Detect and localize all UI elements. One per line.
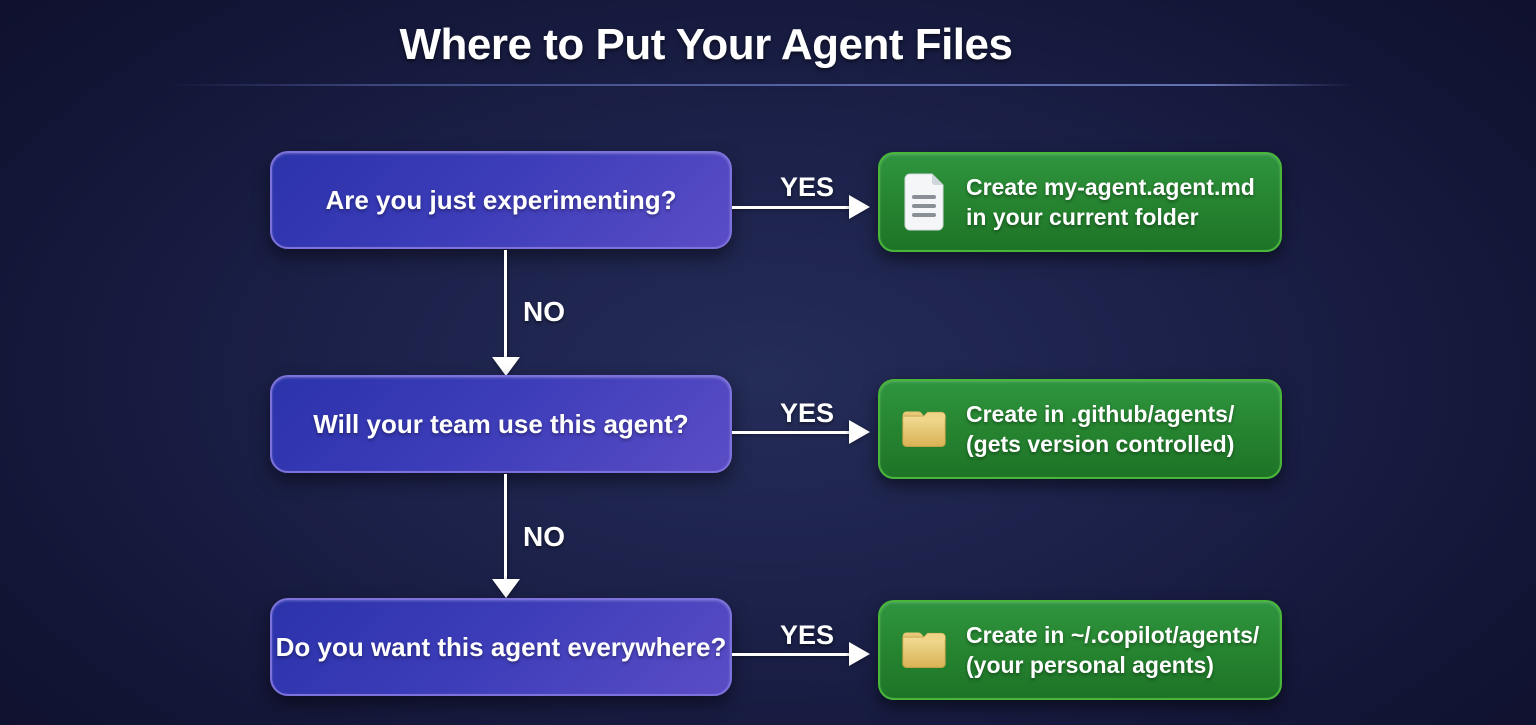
result-line-2: in your current folder: [966, 204, 1199, 230]
result-line-1: Create in .github/agents/: [966, 400, 1235, 427]
no-label: NO: [523, 521, 565, 552]
title-divider: [168, 84, 1352, 86]
no-arrow-head-icon: [492, 579, 520, 598]
result-line-1: Create in ~/.copilot/agents/: [966, 621, 1260, 648]
result-text: Create my-agent.agent.md in your current…: [966, 172, 1255, 233]
yes-label: YES: [779, 398, 835, 428]
result-text: Create in ~/.copilot/agents/ (your perso…: [966, 620, 1259, 681]
question-text: Do you want this agent everywhere?: [275, 631, 727, 662]
result-text: Create in .github/agents/ (gets version …: [966, 399, 1234, 460]
no-arrow-head-icon: [492, 357, 520, 376]
yes-label: YES: [779, 620, 835, 650]
result-box-current-folder: Create my-agent.agent.md in your current…: [878, 152, 1282, 252]
result-line-2: (your personal agents): [966, 652, 1214, 678]
result-line-2: (gets version controlled): [966, 431, 1235, 457]
yes-label: YES: [779, 172, 835, 202]
yes-arrow-line: [732, 206, 852, 209]
no-label: NO: [523, 296, 565, 327]
question-box-experimenting: Are you just experimenting?: [270, 151, 732, 249]
yes-arrow-head-icon: [849, 195, 870, 219]
question-text: Are you just experimenting?: [325, 184, 677, 215]
folder-icon: [900, 399, 948, 459]
document-icon: [900, 172, 948, 232]
no-arrow-line: [504, 250, 507, 358]
result-line-1: Create my-agent.agent.md: [966, 173, 1255, 200]
page-title: Where to Put Your Agent Files: [399, 20, 1013, 69]
yes-arrow-head-icon: [849, 642, 870, 666]
question-box-agent-everywhere: Do you want this agent everywhere?: [270, 598, 732, 696]
yes-arrow-head-icon: [849, 420, 870, 444]
question-text: Will your team use this agent?: [313, 408, 689, 439]
result-box-github-agents: Create in .github/agents/ (gets version …: [878, 379, 1282, 479]
folder-icon: [900, 620, 948, 680]
yes-arrow-line: [732, 431, 852, 434]
result-box-copilot-agents: Create in ~/.copilot/agents/ (your perso…: [878, 600, 1282, 700]
yes-arrow-line: [732, 653, 852, 656]
question-box-team-use: Will your team use this agent?: [270, 375, 732, 473]
no-arrow-line: [504, 474, 507, 580]
